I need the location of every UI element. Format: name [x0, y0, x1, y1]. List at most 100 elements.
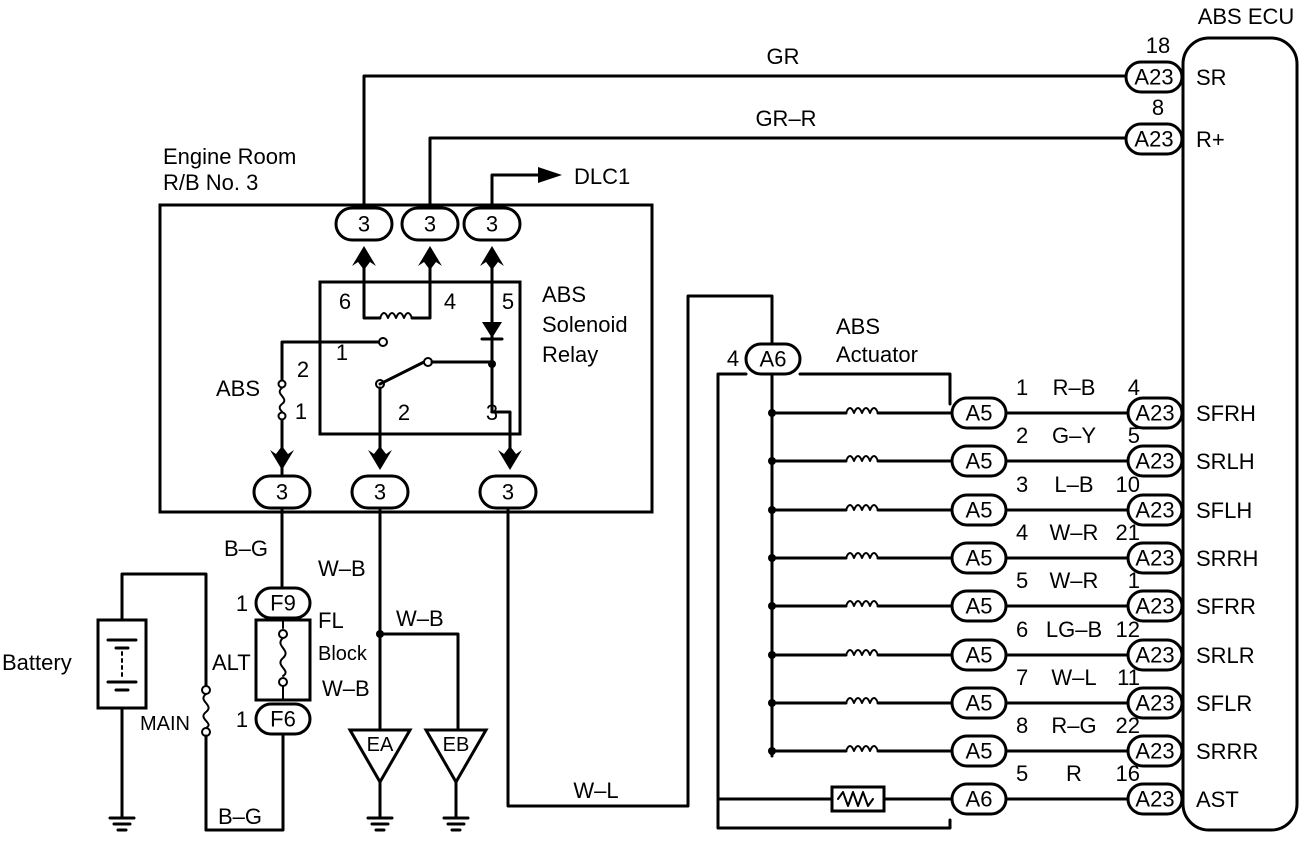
ecu-pin-label: AST — [1196, 787, 1239, 812]
solenoid-coil-icon — [845, 504, 879, 511]
wire-label-b-g-bottom: B–G — [218, 804, 262, 829]
connector-label: A5 — [966, 643, 993, 668]
pin-number: 1 — [1128, 568, 1140, 593]
fuse-terminal-icon — [277, 411, 287, 421]
connector-label: A5 — [966, 449, 993, 474]
ground-eb-label: EB — [443, 734, 470, 756]
ecu-pin-label: SRRH — [1196, 546, 1258, 571]
connector-3-bottom-2: 3 — [350, 474, 410, 510]
connector-3-top-2: 3 — [400, 206, 460, 242]
connector-label: 3 — [374, 480, 386, 505]
pin-number: 5 — [1128, 423, 1140, 448]
connector-arrow-icon — [418, 246, 442, 270]
pin-number: 1 — [236, 707, 248, 732]
connector-label: A23 — [1135, 498, 1174, 523]
pin-number: 7 — [1016, 665, 1028, 690]
ecu-pin-label: SFLH — [1196, 498, 1252, 523]
wire-label-w-b-1: W–B — [318, 556, 366, 581]
connector-arrow-icon — [498, 446, 522, 470]
power-and-ground-wiring: B–G F9 1 FL Block ALT F6 1 B–G Battery — [2, 294, 774, 832]
solenoid-coil-icon — [845, 649, 879, 656]
solenoid-coil-icon — [845, 552, 879, 559]
wire-label-w-l: W–L — [573, 778, 618, 803]
connector-label: A6 — [966, 787, 993, 812]
relay-pin-2: 2 — [398, 400, 410, 425]
connector-a23-sr: A23 — [1124, 60, 1184, 94]
connector-label: 3 — [486, 212, 498, 237]
relay-label-1: ABS — [542, 282, 586, 307]
connector-arrow-icon — [368, 446, 392, 470]
connector-arrow-icon — [480, 246, 504, 270]
connector-ecu — [1126, 493, 1184, 527]
pin-number: 1 — [236, 591, 248, 616]
wire-color-label: L–B — [1054, 472, 1093, 497]
connector-3-bottom-1: 3 — [252, 474, 312, 510]
connector-label: A23 — [1135, 546, 1174, 571]
connector-arrow-icon — [270, 446, 294, 470]
alt-fuse-icon — [279, 637, 287, 677]
connector-label: A6 — [760, 347, 787, 372]
solenoid-coil-icon — [845, 600, 879, 607]
connector-a23-r-plus: A23 — [1124, 122, 1184, 156]
relay-coil-icon — [379, 312, 413, 319]
connector-label: A5 — [966, 401, 993, 426]
pin-number: 2 — [1016, 423, 1028, 448]
solenoid-coil-icon — [845, 697, 879, 704]
main-fuse-icon — [202, 693, 210, 729]
connector-label: A23 — [1135, 691, 1174, 716]
connector-label: 3 — [502, 480, 514, 505]
relay-label-3: Relay — [542, 342, 598, 367]
arrow-icon — [538, 167, 562, 183]
switch-contact-icon — [378, 337, 388, 347]
relay-label-2: Solenoid — [542, 312, 628, 337]
alt-label: ALT — [212, 650, 251, 675]
connector-label: A5 — [966, 546, 993, 571]
pin-number: 10 — [1116, 472, 1140, 497]
ecu-pin-label: SRLR — [1196, 643, 1255, 668]
pin-number: 18 — [1146, 33, 1170, 58]
wire-label-b-g-top: B–G — [224, 536, 268, 561]
relay-pin-1: 1 — [336, 340, 348, 365]
ecu-pin-label: SR — [1196, 65, 1227, 90]
connector-label: F9 — [270, 591, 296, 616]
pin-number: 5 — [1016, 761, 1028, 786]
connector-label: 3 — [358, 212, 370, 237]
wire-color-label: W–R — [1050, 568, 1099, 593]
connector-ecu — [1126, 589, 1184, 623]
connector-3-top-3: 3 — [462, 206, 522, 242]
wire-color-label: R–B — [1053, 375, 1096, 400]
pin-number: 4 — [1016, 520, 1028, 545]
resistor-box — [830, 785, 886, 813]
fuse-terminal-icon — [201, 685, 211, 695]
solenoid-coil-icon — [845, 745, 879, 752]
relay-wire — [362, 264, 382, 320]
solenoid-coil-icon — [845, 407, 879, 414]
ground-ea-label: EA — [367, 734, 394, 756]
solenoid-coil-icon — [845, 455, 879, 462]
pin-number: 5 — [1016, 568, 1028, 593]
ground-icon — [442, 780, 470, 832]
connector-ecu — [1126, 782, 1184, 816]
connector-ecu — [1126, 638, 1184, 672]
abs-ecu: ABS ECU SRR+SFRHSRLHSFLHSRRHSFRRSRLRSFLR… — [1181, 4, 1299, 832]
connector-label: A5 — [966, 739, 993, 764]
pin-number: 21 — [1116, 520, 1140, 545]
fuse-pin-1: 1 — [295, 399, 307, 424]
wire-label-w-b-3: W–B — [322, 676, 370, 701]
relay-pin-4: 4 — [444, 289, 456, 314]
actuator-title-2: Actuator — [836, 342, 918, 367]
wire-dlc1 — [490, 173, 542, 207]
wire-color-label: R — [1066, 761, 1082, 786]
connector-label: 3 — [424, 212, 436, 237]
actuator-box-left — [716, 372, 952, 830]
connector-label: A23 — [1134, 65, 1173, 90]
relay-wire — [490, 363, 512, 454]
wire-color-label: W–L — [1051, 665, 1096, 690]
connector-3-bottom-3: 3 — [478, 474, 538, 510]
